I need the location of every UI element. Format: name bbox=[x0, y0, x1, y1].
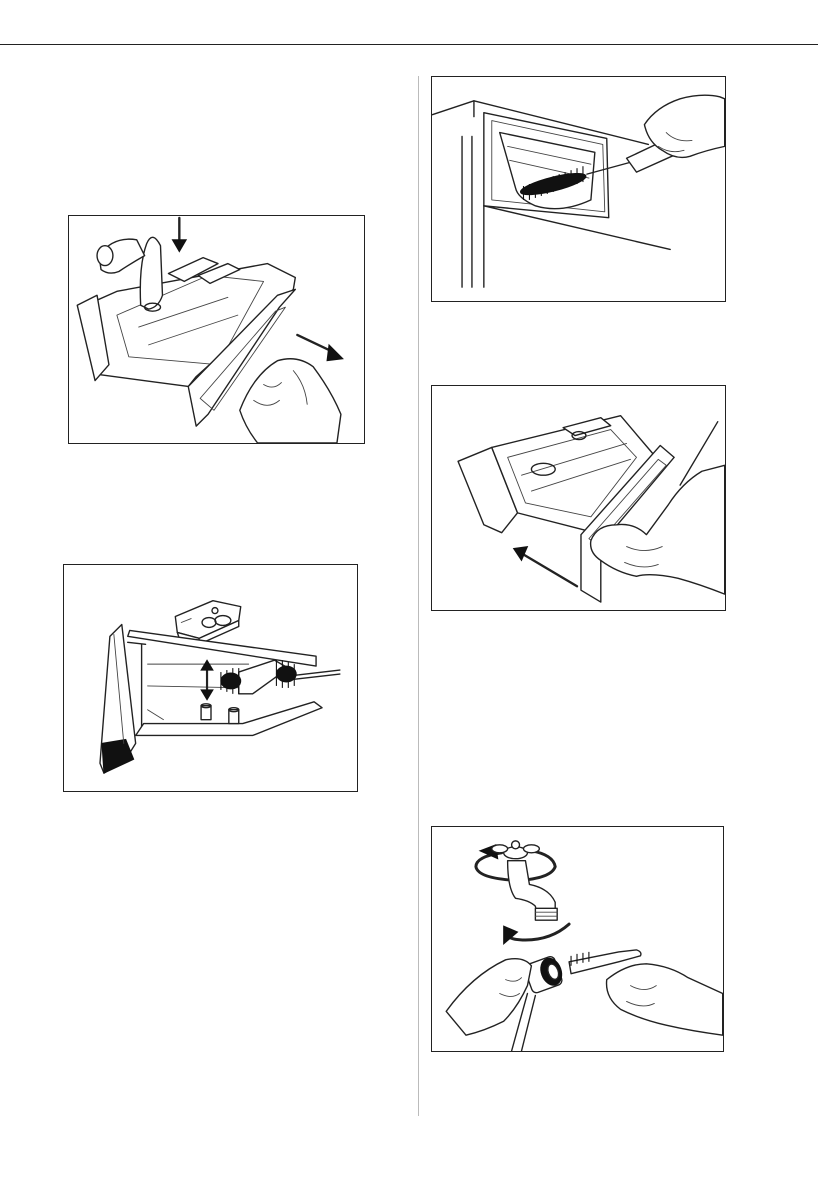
figure-clean-siphon-cap bbox=[63, 564, 358, 792]
brush-cleaning-recess-icon bbox=[432, 77, 725, 301]
brush-cleaning-siphon-icon bbox=[64, 565, 357, 791]
figure-reinsert-drawer bbox=[431, 385, 726, 611]
hand-pressing-release-lever-icon bbox=[69, 216, 364, 443]
figure-clean-inlet-hose-filter bbox=[431, 826, 724, 1052]
figure-brush-dispenser-recess bbox=[431, 76, 726, 302]
column-divider bbox=[418, 76, 419, 1116]
tap-and-hose-filter-icon bbox=[432, 827, 723, 1051]
hand-pushing-drawer-icon bbox=[432, 386, 725, 610]
header-rule bbox=[0, 44, 818, 45]
figure-press-release-lever bbox=[68, 215, 365, 444]
